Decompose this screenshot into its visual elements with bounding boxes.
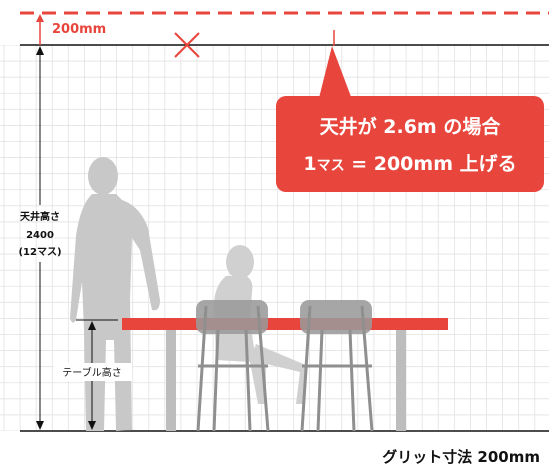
table-leg-left bbox=[166, 330, 176, 431]
callout-line-2-unit: マス bbox=[317, 158, 345, 174]
table-height-label: テーブル高さ bbox=[62, 366, 121, 379]
ceiling-height-dimension bbox=[36, 46, 44, 430]
cross-icon bbox=[174, 32, 200, 58]
callout-line-2: 1マス = 200mm 上げる bbox=[303, 153, 516, 175]
ceiling-height-value: 2400 bbox=[26, 230, 54, 241]
grid-caption: グリット寸法 200mm bbox=[382, 448, 540, 466]
chair-left bbox=[196, 300, 270, 432]
callout-bubble bbox=[276, 46, 544, 192]
table-top bbox=[122, 318, 448, 330]
ceiling-height-note: (12マス) bbox=[18, 246, 61, 258]
callout-line-2-count: 1 bbox=[303, 153, 316, 175]
chair-right bbox=[300, 300, 374, 432]
callout-line-1: 天井が 2.6m の場合 bbox=[320, 115, 502, 138]
up-arrow-icon bbox=[36, 14, 44, 45]
standing-person-silhouette bbox=[70, 157, 160, 431]
table-leg-right bbox=[396, 330, 406, 431]
callout-line-2-rest: = 200mm 上げる bbox=[345, 153, 517, 175]
ceiling-height-label: 天井高さ bbox=[20, 210, 60, 223]
offset-label: 200mm bbox=[52, 22, 106, 37]
